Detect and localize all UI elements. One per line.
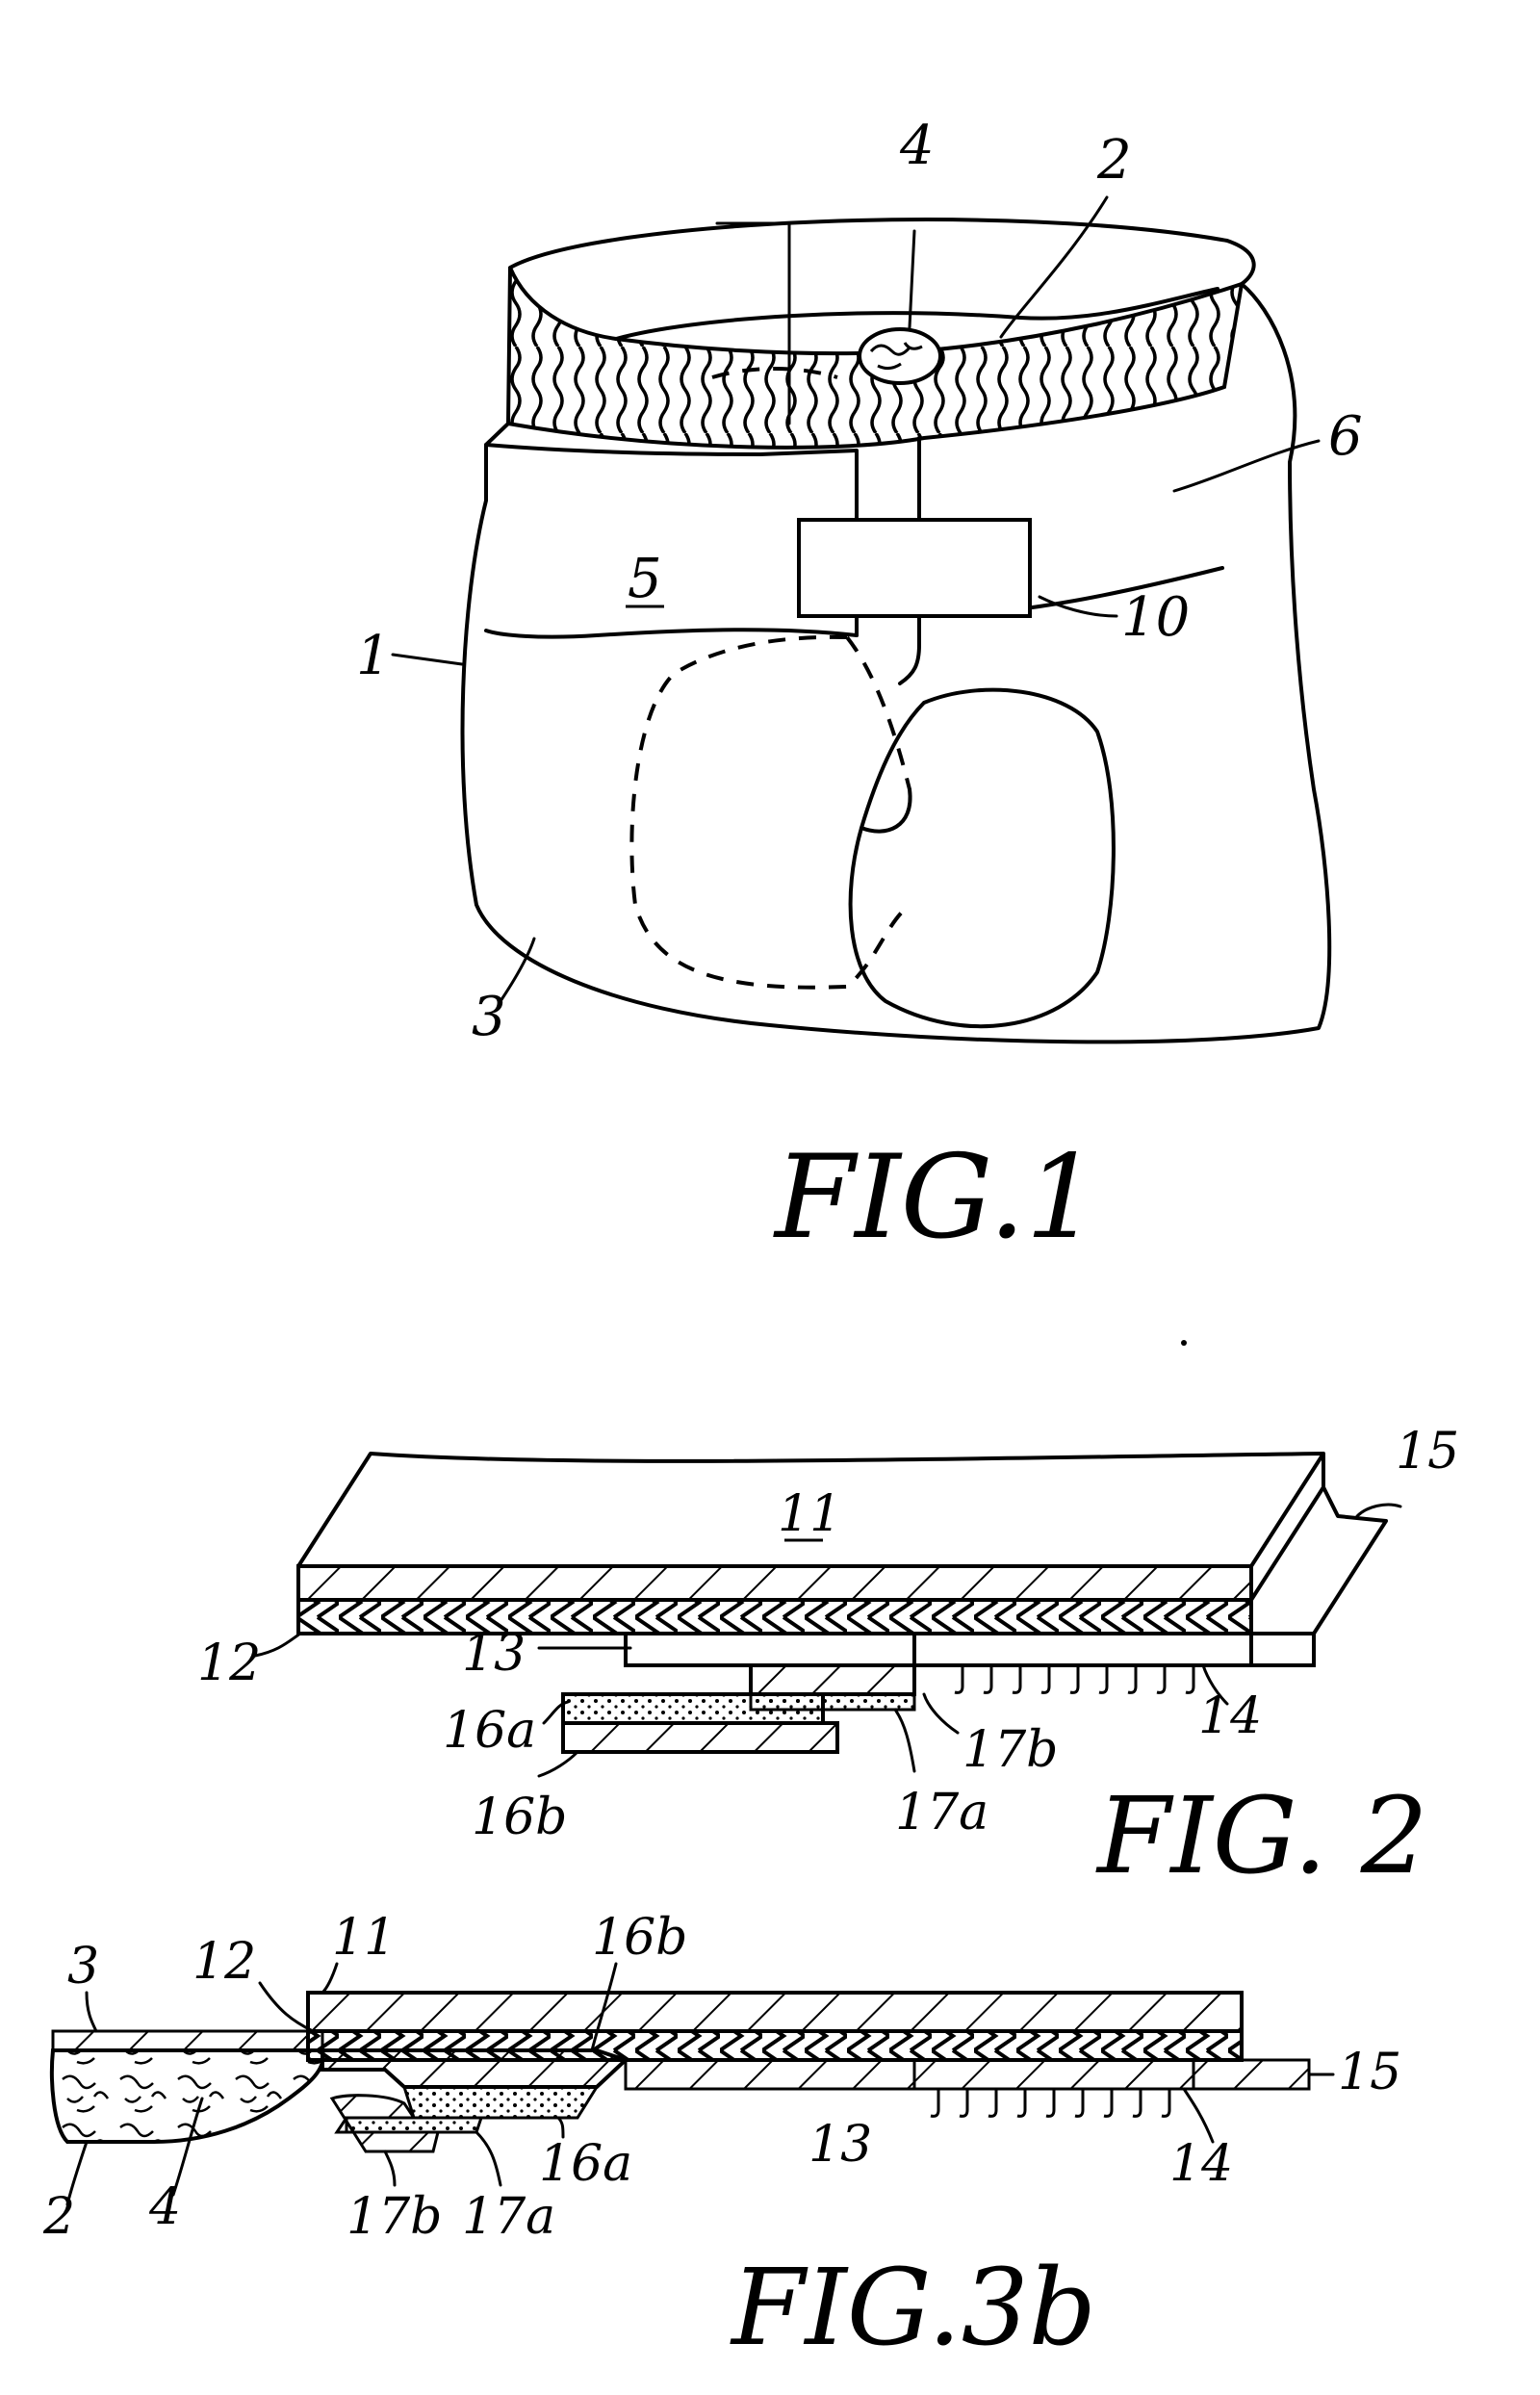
fastening-tab-10 [799,520,1030,616]
backsheet-3 [53,2031,322,2050]
label-6: 6 [1328,405,1363,468]
layer-11 [308,1993,1242,2031]
leg-opening [851,690,1114,1027]
label-10: 10 [1121,586,1190,649]
tab-15 [1194,2060,1309,2089]
leader-fig2-16b [539,1752,578,1776]
figure-3b-attached-assembly: 3 12 11 16b 16a 13 14 15 2 4 17b 17a FIG… [42,1909,1401,2369]
label-fig3b-17b: 17b [346,2188,442,2246]
layer-12 [298,1600,1251,1634]
label-fig3b-14: 14 [1169,2135,1233,2193]
label-5: 5 [628,548,662,610]
label-fig3b-16b: 16b [592,1909,687,1967]
leader-fig3b-16a [558,2118,563,2137]
layer-14 [914,2060,1194,2089]
layer-13 [626,1634,914,1665]
waistband-top-rim [510,219,1254,284]
label-fig2-15: 15 [1396,1423,1459,1481]
leader-fig3b-14 [1184,2089,1213,2142]
leader-1 [393,655,462,664]
layer-17b [751,1665,914,1694]
label-fig3b-16a: 16a [539,2135,632,2193]
label-fig2-16b: 16b [472,1789,567,1846]
adhesive-16a [563,1694,823,1723]
label-fig2-14: 14 [1198,1687,1262,1745]
tab-15-front [1251,1634,1314,1665]
layer-11-front [298,1566,1251,1600]
adhesive-17a [346,2118,481,2132]
hook-elements [955,1665,1194,1692]
label-fig2-17b: 17b [962,1721,1058,1779]
label-3: 3 [472,986,506,1048]
leader-fig3b-3 [87,1993,96,2031]
label-fig3b-2: 2 [42,2188,75,2246]
layer-16b [563,1723,837,1752]
layer-14 [914,1634,1251,1665]
label-4: 4 [899,115,935,177]
label-fig3b-3: 3 [67,1938,99,1996]
label-fig2-16a: 16a [443,1702,536,1760]
leader-fig3b-17b [385,2151,395,2185]
label-fig3b-13: 13 [808,2116,872,2174]
label-fig3b-15: 15 [1338,2044,1401,2101]
figure-2-caption: FIG. 2 [1095,1774,1428,1897]
absorbent-core [52,2050,323,2142]
figure-2-tab-assembly: 11 12 13 14 15 16a 16b 17a 17b FIG. 2 [197,1423,1459,1897]
layer-13 [626,2060,914,2089]
label-fig3b-4: 4 [148,2178,181,2236]
hook-elements [931,2089,1169,2116]
label-fig2-12: 12 [197,1635,261,1692]
label-fig3b-17a: 17a [462,2188,555,2246]
label-fig2-13: 13 [462,1625,526,1683]
label-fig3b-12: 12 [192,1933,256,1991]
stray-mark [1181,1340,1187,1346]
leader-6 [1174,441,1319,491]
leader-fig3b-12 [260,1983,313,2031]
leader-fig2-17a [895,1710,914,1771]
leader-fig2-15 [1357,1505,1400,1516]
label-fig2-11: 11 [778,1485,841,1543]
figure-1-diaper: 1 2 3 4 5 6 10 FIG.1 [356,115,1363,1265]
adhesive-16a [404,2087,597,2118]
layer-16b [322,2050,626,2087]
leader-fig2-17b [924,1694,958,1733]
leader-fig3b-17a [476,2132,500,2185]
absorbent-pad-4 [860,329,940,383]
label-1: 1 [356,625,391,687]
leader-fig2-12 [255,1634,300,1656]
label-fig2-17a: 17a [895,1784,988,1841]
label-fig3b-11: 11 [332,1909,396,1967]
figure-1-caption: FIG.1 [773,1131,1099,1265]
leader-fig3b-11 [322,1964,337,1993]
figure-3b-caption: FIG.3b [730,2246,1096,2369]
label-2: 2 [1096,129,1132,192]
